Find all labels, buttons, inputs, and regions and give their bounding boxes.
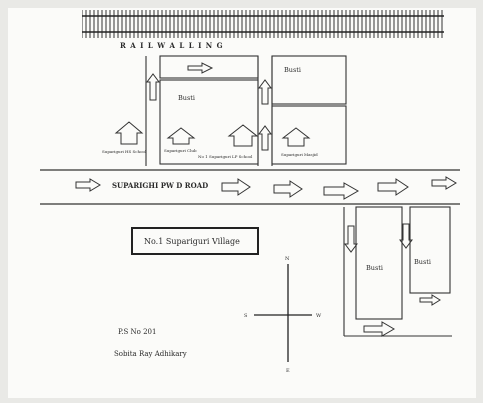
bottom-right-arrow bbox=[419, 294, 441, 306]
lane-arrow-down-left bbox=[344, 225, 358, 253]
road-arrow-4 bbox=[323, 182, 360, 200]
top-lane-arrow bbox=[187, 62, 214, 74]
lp-school-house-icon bbox=[227, 124, 259, 147]
busti-label-lower-right: Busti bbox=[414, 258, 431, 266]
compass-east: E bbox=[286, 368, 290, 374]
road-label: SUPARIGHI PW D ROAD bbox=[112, 181, 208, 190]
road-arrow-3 bbox=[273, 180, 303, 198]
lane-arrow-up-left bbox=[146, 73, 160, 101]
author-label: Sobita Ray Adhikary bbox=[114, 350, 187, 358]
ps-number-label: P.S No 201 bbox=[118, 328, 156, 336]
compass-west: W bbox=[316, 313, 322, 319]
road-arrow-6 bbox=[431, 176, 457, 190]
masjid-house-icon bbox=[281, 127, 311, 147]
village-label: No.1 Supariguri Village bbox=[144, 237, 240, 246]
busti-label-lower-left: Busti bbox=[366, 264, 383, 272]
railway-track bbox=[82, 10, 444, 38]
railway-label: R A I L W A L L I N G bbox=[120, 41, 224, 50]
compass-north: N bbox=[285, 256, 290, 262]
compass-south: S bbox=[244, 313, 248, 319]
house-label-hs-school: Supariguri HS School bbox=[102, 149, 147, 154]
house-label-masjid: Supariguri Masjid bbox=[281, 152, 318, 157]
lane-arrow-down-right bbox=[399, 223, 413, 249]
club-house-icon bbox=[166, 127, 196, 145]
road-arrow-2 bbox=[221, 178, 251, 196]
village-name-box bbox=[131, 227, 259, 255]
busti-label-upper-right: Busti bbox=[284, 66, 301, 74]
lane-arrow-up-mid-lower bbox=[258, 125, 272, 151]
house-label-lp-school: No 1 Supariguri LP School bbox=[198, 154, 253, 159]
upper-blocks bbox=[145, 55, 347, 166]
paper-sheet bbox=[8, 8, 476, 398]
road-arrows bbox=[75, 62, 457, 337]
road-arrow-5 bbox=[377, 178, 409, 196]
busti-label-upper-left: Busti bbox=[178, 94, 195, 102]
bottom-lane-arrow bbox=[363, 321, 395, 337]
school-house-icon bbox=[114, 121, 144, 145]
house-label-club: Supariguri Club bbox=[164, 148, 197, 153]
compass bbox=[254, 264, 312, 362]
lane-arrows bbox=[146, 73, 413, 253]
block-busti-lower-left bbox=[355, 206, 403, 320]
block-busti-lower-right bbox=[409, 206, 451, 294]
lane-arrow-up-mid bbox=[258, 79, 272, 105]
lower-blocks bbox=[343, 206, 452, 337]
main-road bbox=[40, 169, 460, 205]
road-arrow-1 bbox=[75, 178, 101, 192]
house-icons bbox=[114, 121, 311, 147]
